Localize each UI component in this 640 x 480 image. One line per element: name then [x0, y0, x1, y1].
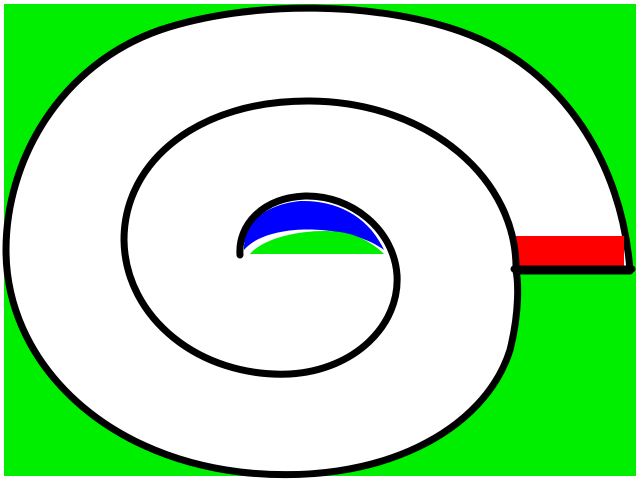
- red-finish-zone: [514, 236, 624, 267]
- blue-start-zone: [243, 200, 384, 250]
- centre-green-pocket: [250, 230, 384, 254]
- spiral-inner-wall: [120, 97, 520, 378]
